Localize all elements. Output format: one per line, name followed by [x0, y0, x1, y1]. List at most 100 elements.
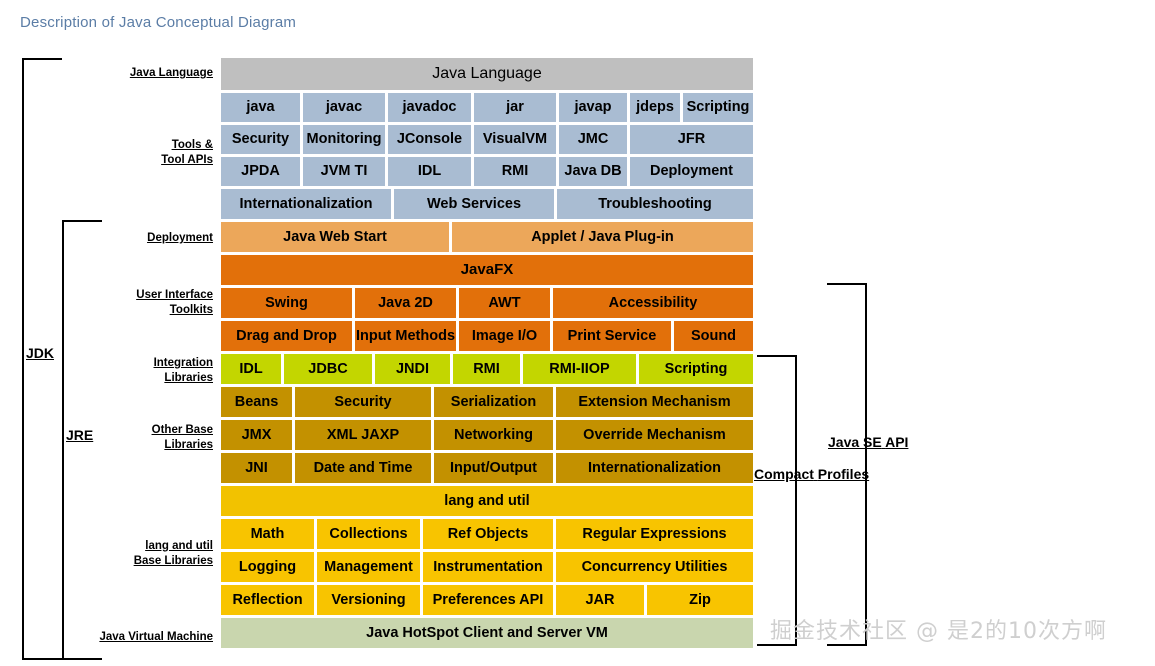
cell-scripting-integration[interactable]: Scripting — [639, 354, 753, 384]
cell-rmi-integration[interactable]: RMI — [453, 354, 520, 384]
cell-applet-plugin[interactable]: Applet / Java Plug-in — [452, 222, 753, 252]
cell-monitoring[interactable]: Monitoring — [303, 125, 385, 154]
cell-java[interactable]: java — [221, 93, 300, 122]
cell-image-io[interactable]: Image I/O — [459, 321, 550, 351]
bracket-jdk — [22, 58, 62, 660]
bracket-label-java-se-api: Java SE API — [828, 434, 908, 451]
side-label-integration: Integration Libraries — [104, 356, 213, 386]
cell-networking[interactable]: Networking — [434, 420, 553, 450]
cell-deployment-tools[interactable]: Deployment — [630, 157, 753, 186]
bracket-compact-bottom — [757, 644, 797, 646]
side-label-deployment: Deployment — [110, 231, 213, 246]
cell-jvm-ti[interactable]: JVM TI — [303, 157, 385, 186]
row-other-1: Beans Security Serialization Extension M… — [221, 387, 753, 417]
cell-internationalization-base[interactable]: Internationalization — [556, 453, 753, 483]
cell-jndi[interactable]: JNDI — [375, 354, 450, 384]
cell-scripting-tools[interactable]: Scripting — [683, 93, 753, 122]
bracket-jre-top — [62, 220, 102, 222]
row-langutil-2: Logging Management Instrumentation Concu… — [221, 552, 753, 582]
watermark: 掘金技术社区 @ 是2的10次方啊 — [770, 619, 1107, 644]
cell-regular-expressions[interactable]: Regular Expressions — [556, 519, 753, 549]
cell-web-services[interactable]: Web Services — [394, 189, 554, 219]
side-label-ui-line2: Toolkits — [169, 304, 213, 316]
cell-jdbc[interactable]: JDBC — [284, 354, 372, 384]
cell-awt[interactable]: AWT — [459, 288, 550, 318]
cell-zip[interactable]: Zip — [647, 585, 753, 615]
row-tools-1: java javac javadoc jar javap jdeps Scrip… — [221, 93, 753, 122]
side-label-jvm-text: Java Virtual Machine — [99, 631, 213, 643]
cell-math[interactable]: Math — [221, 519, 314, 549]
cell-jar-langutil[interactable]: JAR — [556, 585, 644, 615]
row-integration: IDL JDBC JNDI RMI RMI-IIOP Scripting — [221, 354, 753, 384]
side-label-other-base: Other Base Libraries — [104, 423, 213, 453]
bracket-label-jdk: JDK — [26, 345, 55, 361]
cell-date-and-time[interactable]: Date and Time — [295, 453, 431, 483]
side-label-deployment-text: Deployment — [147, 232, 213, 244]
cell-concurrency-utilities[interactable]: Concurrency Utilities — [556, 552, 753, 582]
cell-sound[interactable]: Sound — [674, 321, 753, 351]
cell-lang-and-util-header[interactable]: lang and util — [221, 486, 753, 516]
bracket-label-compact-profiles: Compact Profiles — [754, 466, 869, 483]
cell-versioning[interactable]: Versioning — [317, 585, 420, 615]
cell-rmi-tools[interactable]: RMI — [474, 157, 556, 186]
cell-visualvm[interactable]: VisualVM — [474, 125, 556, 154]
cell-xml-jaxp[interactable]: XML JAXP — [295, 420, 431, 450]
cell-jni[interactable]: JNI — [221, 453, 292, 483]
side-label-other-line2: Libraries — [164, 439, 213, 451]
cell-jdeps[interactable]: jdeps — [630, 93, 680, 122]
cell-internationalization-tools[interactable]: Internationalization — [221, 189, 391, 219]
cell-reflection[interactable]: Reflection — [221, 585, 314, 615]
cell-input-output[interactable]: Input/Output — [434, 453, 553, 483]
cell-logging[interactable]: Logging — [221, 552, 314, 582]
side-label-tools-line1: Tools & — [171, 139, 213, 151]
cell-jmc[interactable]: JMC — [559, 125, 627, 154]
cell-preferences-api[interactable]: Preferences API — [423, 585, 553, 615]
cell-ref-objects[interactable]: Ref Objects — [423, 519, 553, 549]
cell-jmx[interactable]: JMX — [221, 420, 292, 450]
cell-print-service[interactable]: Print Service — [553, 321, 671, 351]
cell-idl-integration[interactable]: IDL — [221, 354, 281, 384]
cell-extension-mechanism[interactable]: Extension Mechanism — [556, 387, 753, 417]
cell-java-db[interactable]: Java DB — [559, 157, 627, 186]
cell-security-base[interactable]: Security — [295, 387, 431, 417]
cell-drag-and-drop[interactable]: Drag and Drop — [221, 321, 352, 351]
row-deployment: Java Web Start Applet / Java Plug-in — [221, 222, 753, 252]
cell-jconsole[interactable]: JConsole — [388, 125, 471, 154]
cell-jpda[interactable]: JPDA — [221, 157, 300, 186]
cell-rmi-iiop[interactable]: RMI-IIOP — [523, 354, 636, 384]
cell-input-methods[interactable]: Input Methods — [355, 321, 456, 351]
cell-idl-tools[interactable]: IDL — [388, 157, 471, 186]
cell-javac[interactable]: javac — [303, 93, 385, 122]
bracket-javase-vline — [865, 283, 867, 646]
cell-accessibility[interactable]: Accessibility — [553, 288, 753, 318]
row-tools-3: JPDA JVM TI IDL RMI Java DB Deployment — [221, 157, 753, 186]
bracket-compact-profiles — [757, 355, 797, 646]
row-tools-2: Security Monitoring JConsole VisualVM JM… — [221, 125, 753, 154]
side-label-ui-toolkits: User Interface Toolkits — [104, 288, 213, 318]
cell-javafx-header[interactable]: JavaFX — [221, 255, 753, 285]
cell-jar[interactable]: jar — [474, 93, 556, 122]
cell-java-2d[interactable]: Java 2D — [355, 288, 456, 318]
cell-swing[interactable]: Swing — [221, 288, 352, 318]
cell-jfr[interactable]: JFR — [630, 125, 753, 154]
cell-serialization[interactable]: Serialization — [434, 387, 553, 417]
cell-instrumentation[interactable]: Instrumentation — [423, 552, 553, 582]
side-label-tools: Tools & Tool APIs — [110, 138, 213, 168]
cell-java-web-start[interactable]: Java Web Start — [221, 222, 449, 252]
cell-management[interactable]: Management — [317, 552, 420, 582]
cell-java-hotspot-vm[interactable]: Java HotSpot Client and Server VM — [221, 618, 753, 648]
row-jvm: Java HotSpot Client and Server VM — [221, 618, 753, 648]
cell-collections[interactable]: Collections — [317, 519, 420, 549]
cell-override-mechanism[interactable]: Override Mechanism — [556, 420, 753, 450]
cell-security-tools[interactable]: Security — [221, 125, 300, 154]
cell-beans[interactable]: Beans — [221, 387, 292, 417]
side-label-tools-line2: Tool APIs — [161, 154, 213, 166]
bracket-label-compact-line2: Profiles — [817, 466, 870, 482]
bracket-jdk-vline — [22, 58, 24, 660]
side-label-lang-util: lang and util Base Libraries — [100, 539, 213, 569]
cell-troubleshooting[interactable]: Troubleshooting — [557, 189, 753, 219]
cell-javap[interactable]: javap — [559, 93, 627, 122]
side-label-jvm: Java Virtual Machine — [93, 630, 213, 645]
cell-javadoc[interactable]: javadoc — [388, 93, 471, 122]
